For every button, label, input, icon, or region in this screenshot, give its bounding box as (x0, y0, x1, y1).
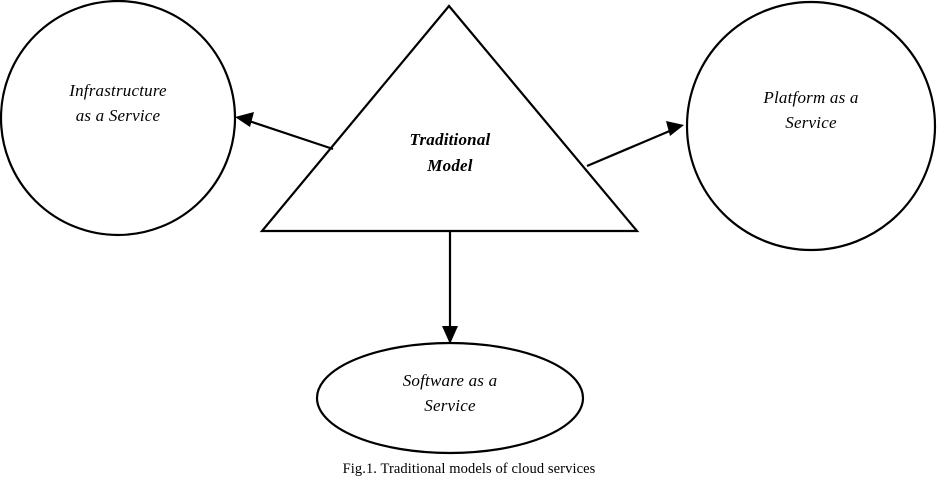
node-shape-traditional-triangle (259, 4, 640, 233)
figure-caption: Fig.1. Traditional models of cloud servi… (342, 461, 596, 477)
node-label-platform-line1: Platform as a (763, 88, 859, 107)
node-shape-platform-circle (685, 0, 937, 252)
node-label-software-line1: Software as a (402, 371, 498, 390)
node-label-platform: Platform as a Service (718, 85, 904, 135)
node-label-infrastructure-line2: as a Service (75, 106, 161, 125)
node-label-software-line2: Service (424, 396, 476, 415)
connector-triangle-to-infrastructure (235, 112, 334, 151)
node-label-software: Software as a Service (350, 368, 550, 418)
connector-triangle-to-software (442, 232, 458, 344)
connector-triangle-to-platform (586, 121, 684, 168)
node-label-traditional-model-line1: Traditional (409, 130, 491, 149)
node-label-infrastructure: Infrastructure as a Service (18, 78, 218, 128)
node-label-traditional-model-line2: Model (427, 156, 473, 175)
node-shape-infrastructure-circle (0, 0, 237, 237)
node-label-infrastructure-line1: Infrastructure (69, 81, 167, 100)
node-label-platform-line2: Service (785, 113, 837, 132)
